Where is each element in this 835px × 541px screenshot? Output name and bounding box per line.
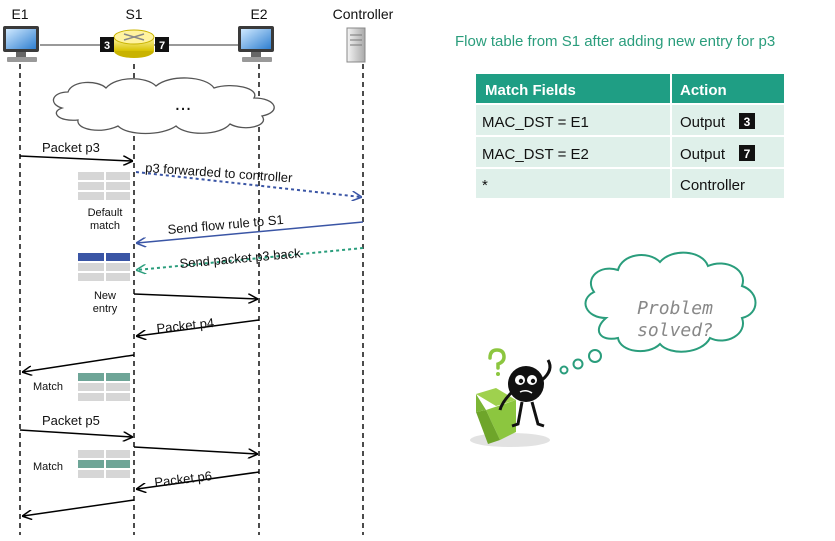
entity-label-s1: S1	[125, 6, 142, 22]
port-3-badge	[100, 37, 114, 52]
confused-character-icon	[470, 348, 552, 447]
arrow-packet-p3	[19, 155, 132, 161]
table-match-b	[78, 450, 130, 478]
controller-server-icon	[346, 27, 366, 63]
label-packet-p5: Packet p5	[42, 413, 100, 428]
label-packet-p4: Packet p4	[156, 315, 215, 336]
flow-table-row-3-action: Controller	[680, 177, 745, 194]
thought-bubble-small	[559, 365, 569, 375]
arrow-s1-to-e1-p4	[23, 354, 135, 372]
arrow-packet-p6	[137, 471, 260, 489]
label-packet-p6: Packet p6	[154, 468, 213, 490]
flow-table	[476, 74, 784, 198]
port-7-label: 7	[159, 40, 165, 52]
computer-e1-icon	[3, 26, 39, 62]
flow-table-row-3-match: *	[482, 177, 488, 194]
label-p3-forwarded: p3 forwarded to controller	[145, 160, 294, 185]
entity-label-controller: Controller	[333, 6, 394, 22]
entity-label-e2: E2	[250, 6, 267, 22]
flow-table-row-1-action: Output	[680, 114, 726, 131]
arrow-p3-forwarded	[135, 171, 361, 197]
label-match-default: match	[90, 220, 120, 232]
flow-table-row-1-match: MAC_DST = E1	[482, 114, 589, 131]
flow-table-header-match: Match Fields	[485, 82, 576, 99]
switch-s1-icon	[113, 29, 155, 58]
table-new-entry	[78, 253, 130, 281]
flow-table-title: Flow table from S1 after adding new entr…	[455, 33, 775, 50]
entity-label-e1: E1	[11, 6, 28, 22]
arrow-packet-p4	[137, 319, 260, 336]
thought-bubble-medium	[572, 358, 584, 370]
table-default-match	[78, 172, 130, 200]
arrow-s1-to-e2-p3	[133, 293, 257, 299]
flow-table-row-2-port: 7	[744, 147, 751, 161]
label-send-flow-rule: Send flow rule to S1	[167, 212, 284, 237]
flow-table-row-1-port: 3	[744, 115, 751, 129]
thought-cloud-shape	[584, 251, 757, 353]
computer-e2-icon	[238, 26, 274, 62]
arrow-send-flow-rule	[137, 221, 364, 243]
label-match-a: Match	[33, 381, 63, 393]
port-7-badge	[155, 37, 169, 52]
arrow-s1-to-e1-p6	[23, 499, 135, 516]
cloud-text: ...	[175, 93, 192, 115]
table-match-a	[78, 373, 130, 401]
cloud-shape	[52, 77, 275, 135]
label-default: Default	[88, 207, 123, 219]
arrow-packet-p5	[19, 429, 132, 437]
flow-table-header-action: Action	[680, 82, 727, 99]
arrow-s1-to-e2-p5	[133, 446, 257, 454]
label-new: New	[94, 290, 116, 302]
flow-table-row-1-port-badge	[739, 113, 755, 129]
thought-line-2: solved?	[637, 320, 713, 341]
label-match-b: Match	[33, 461, 63, 473]
flow-table-row-2-port-badge	[739, 145, 755, 161]
label-packet-p3: Packet p3	[42, 140, 100, 155]
label-send-packet-back: Send packet p3 back	[179, 245, 302, 271]
port-3-label: 3	[104, 40, 110, 52]
flow-table-row-2-match: MAC_DST = E2	[482, 146, 589, 163]
arrow-send-packet-back	[137, 247, 364, 270]
thought-bubble-large	[588, 349, 602, 363]
flow-table-row-2-action: Output	[680, 146, 726, 163]
thought-line-1: Problem	[637, 298, 713, 319]
label-entry: entry	[93, 303, 118, 315]
